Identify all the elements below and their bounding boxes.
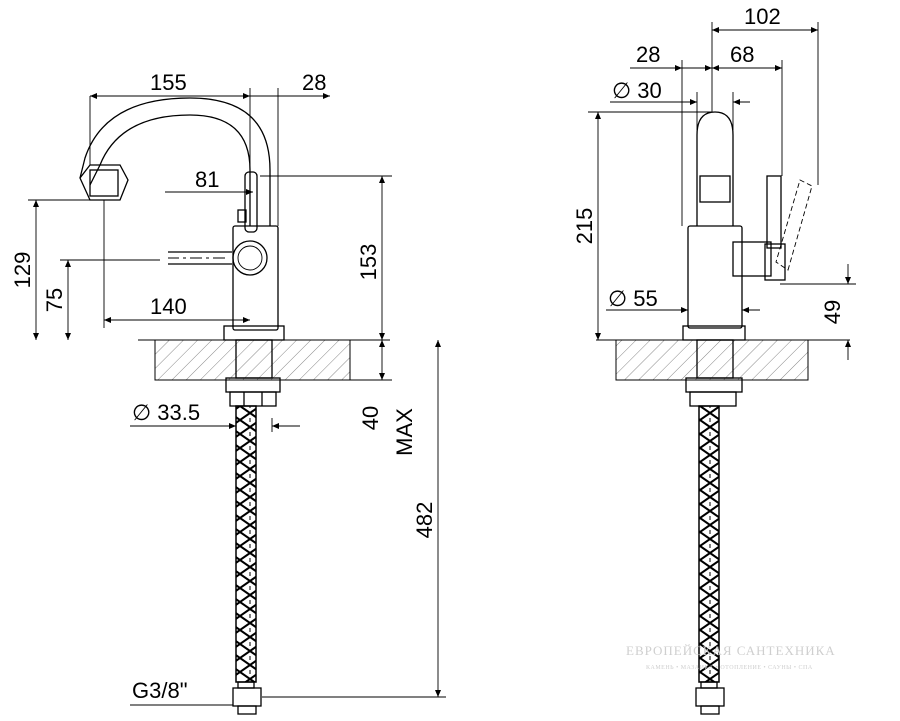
- dim-handle-height: 75: [42, 288, 67, 312]
- dim-deck-max-label: MAX: [392, 408, 417, 456]
- hose-fitting-side: [695, 687, 725, 707]
- dim-shank-diameter: ∅ 33.5: [132, 400, 200, 425]
- dim-total-height: 153: [356, 244, 381, 281]
- faucet-body-front: [232, 225, 279, 331]
- watermark-subtitle: КАМЕНЬ • МАЗАИКА • ОТОПЛЕНИЕ • САУНЫ • С…: [646, 665, 813, 671]
- braided-hose-front: [235, 405, 257, 683]
- dim-body-depth: 28: [636, 42, 660, 67]
- hose-fitting-front: [232, 687, 262, 707]
- dim-lever-reach-side: 68: [730, 42, 754, 67]
- dim-lever-reach: 140: [150, 294, 187, 319]
- dim-outlet-height: 129: [10, 252, 35, 289]
- dim-lever-height: 49: [820, 300, 845, 324]
- dim-base-diameter: ∅ 55: [608, 286, 658, 311]
- dim-spout-height: 81: [195, 167, 219, 192]
- dim-thread: G3/8": [132, 678, 188, 703]
- lever-side: [766, 175, 782, 249]
- countertop-front: [154, 339, 351, 381]
- front-view: 155 28 81 153 129 75 140 ∅ 33.5 40: [10, 70, 446, 715]
- watermark: ЕВРОПЕЙСКАЯ САНТЕХНИКА КАМЕНЬ • МАЗАИКА …: [626, 643, 836, 671]
- dim-top-diameter: ∅ 30: [612, 78, 662, 103]
- side-view: 102 28 68 ∅ 30 215 ∅ 55 49: [572, 4, 856, 715]
- dim-spout-reach: 155: [150, 70, 187, 95]
- spout-front: [79, 97, 271, 226]
- dim-deck-max: 40: [358, 406, 383, 430]
- braided-hose-side: [698, 405, 720, 683]
- handle-knob-front: [232, 240, 268, 276]
- dim-hose-length: 482: [412, 502, 437, 539]
- watermark-title: ЕВРОПЕЙСКАЯ САНТЕХНИКА: [626, 643, 836, 658]
- faucet-body-side: [696, 111, 734, 226]
- dim-body-top: 28: [302, 70, 326, 95]
- countertop-side: [615, 339, 809, 381]
- dim-height-side: 215: [572, 208, 597, 245]
- dim-lever-total: 102: [744, 4, 781, 29]
